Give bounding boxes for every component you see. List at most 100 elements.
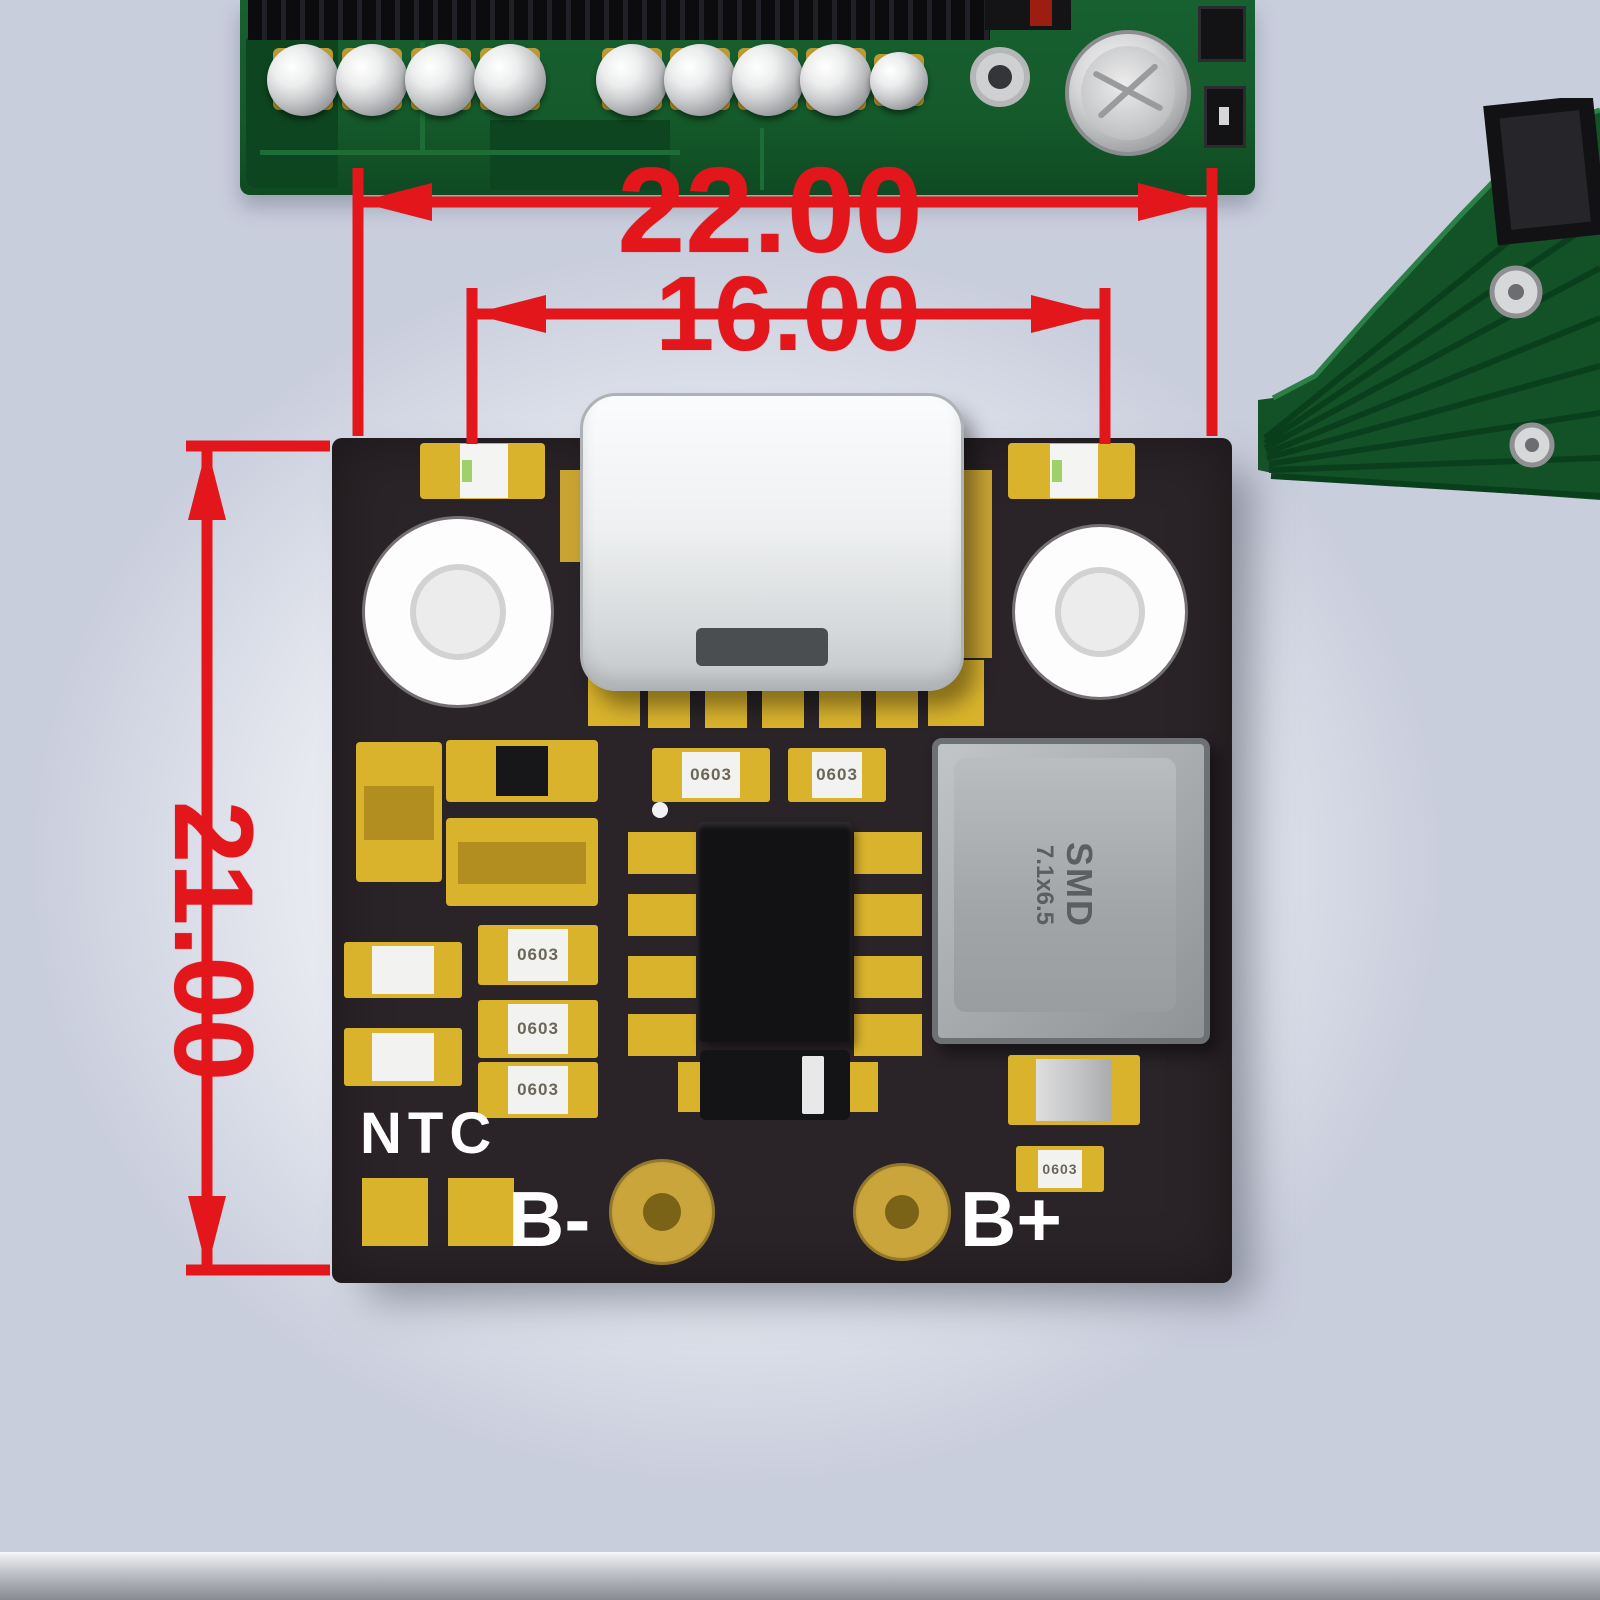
dimension-height: 21.00: [151, 800, 276, 1082]
smd-resistor: [344, 942, 462, 998]
metal-dome-contact: [596, 44, 668, 116]
led-pad-right: [1008, 443, 1135, 499]
usb-c-tongue: [696, 628, 828, 666]
diode-pad: [846, 1062, 878, 1112]
top-pcb-board: [240, 0, 1255, 195]
smd-resistor-body: 0603: [1038, 1150, 1082, 1188]
pcb-dark-region: [490, 120, 670, 190]
metal-dome-contact: [474, 44, 546, 116]
ic-pad: [628, 894, 696, 936]
smd-code-label: 0603: [816, 765, 858, 784]
ntc-pad-1: [362, 1178, 428, 1246]
metal-dome-contact: [732, 44, 804, 116]
smd-code-label: 0603: [517, 945, 559, 964]
pcb-trace: [260, 150, 680, 155]
ic-pad: [628, 1014, 696, 1056]
ic-pad: [854, 956, 922, 998]
arrowhead: [472, 295, 546, 333]
arrowhead: [188, 446, 226, 520]
smd-resistor-body: 0603: [812, 752, 862, 798]
smd-resistor: 0603: [652, 748, 770, 802]
ic-pad: [854, 832, 922, 874]
led-die: [1052, 460, 1062, 482]
capacitor: [356, 742, 442, 882]
edge-connector: [248, 0, 990, 40]
chip-window: [1219, 107, 1229, 125]
ntc-pad-2: [448, 1178, 514, 1246]
capacitor-band: [364, 786, 434, 840]
hole: [988, 65, 1012, 89]
screw-rivet-center: [1525, 438, 1539, 452]
resistor-body: [496, 746, 548, 796]
metal-dome-contact: [267, 44, 339, 116]
smd-code-label: 0603: [517, 1019, 559, 1038]
inductor-marking-line2: 7.1x6.5: [1031, 844, 1058, 926]
right-pcb-board: [1258, 98, 1600, 500]
led-pad-left: [420, 443, 545, 499]
smd-resistor: 0603: [478, 925, 598, 985]
arrowhead: [188, 1196, 226, 1270]
mounting-hole-left-bore: [410, 564, 506, 660]
metal-dome-contact: [405, 44, 477, 116]
smd-chip: [1204, 86, 1246, 148]
capacitor: [446, 818, 598, 906]
usb-c-connector: [580, 393, 964, 691]
electrolytic-capacitor: [1065, 30, 1191, 156]
charger-module-board: 0603 0603 0603 0603 0603: [332, 393, 1232, 1283]
smd-resistor-body: [372, 946, 434, 994]
metal-dome-contact: [800, 44, 872, 116]
metal-dome-contact: [870, 52, 928, 110]
pcb-trace: [760, 128, 764, 190]
b-plus-label: B+: [960, 1175, 1062, 1263]
b-plus-hole: [885, 1195, 919, 1229]
capacitor-body: [1036, 1059, 1112, 1121]
smd-chip: [1198, 6, 1246, 62]
charger-ic-chip: [698, 822, 852, 1042]
table-edge: [0, 1552, 1600, 1600]
pin1-dot: [652, 802, 668, 818]
capacitor: [1008, 1055, 1140, 1125]
plated-through-hole: [970, 47, 1030, 107]
smd-resistor: 0603: [1016, 1146, 1104, 1192]
metal-dome-contact: [664, 44, 736, 116]
smd-code-label: 0603: [1042, 1161, 1078, 1177]
smd-power-inductor: SMD 7.1x6.5: [932, 738, 1210, 1044]
red-component: [1030, 0, 1052, 26]
screw-rivet-center: [1508, 284, 1524, 300]
smd-resistor-body: 0603: [508, 929, 568, 981]
ic-pad: [628, 956, 696, 998]
led-die: [462, 460, 472, 482]
mounting-hole-right: [1015, 527, 1185, 697]
right-pcb-connector: [1483, 98, 1600, 246]
dimension-width-inner: 16.00: [655, 255, 921, 373]
smd-resistor-body: 0603: [508, 1066, 568, 1114]
capacitor-band: [458, 842, 586, 884]
b-minus-hole: [643, 1193, 681, 1231]
smd-resistor: 0603: [788, 748, 886, 802]
metal-dome-contact: [336, 44, 408, 116]
smd-resistor-body: 0603: [508, 1004, 568, 1054]
arrowhead: [1031, 295, 1105, 333]
ntc-label: NTC: [360, 1101, 498, 1166]
smd-code-label: 0603: [517, 1080, 559, 1099]
schottky-diode: [700, 1050, 850, 1120]
inductor-marking-line1: SMD: [1059, 842, 1100, 928]
smd-resistor: 0603: [478, 1062, 598, 1118]
mounting-hole-left: [365, 519, 551, 705]
smd-resistor: 0603: [478, 1000, 598, 1058]
smd-code-label: 0603: [690, 765, 732, 784]
smd-chip: [985, 0, 1071, 30]
b-minus-pad: [609, 1159, 715, 1265]
smd-resistor-body: [372, 1033, 434, 1081]
mounting-hole-right-bore: [1055, 567, 1145, 657]
smd-resistor-body: 0603: [682, 752, 740, 798]
ic-pad: [854, 894, 922, 936]
smd-resistor: [344, 1028, 462, 1086]
inductor-top-face: SMD 7.1x6.5: [954, 758, 1176, 1012]
resistor: [446, 740, 598, 802]
ic-pad: [628, 832, 696, 874]
ic-pad: [854, 1014, 922, 1056]
diode-cathode-band: [802, 1056, 824, 1114]
b-minus-label: B-: [508, 1175, 591, 1263]
inductor-marking: SMD 7.1x6.5: [1030, 842, 1100, 928]
